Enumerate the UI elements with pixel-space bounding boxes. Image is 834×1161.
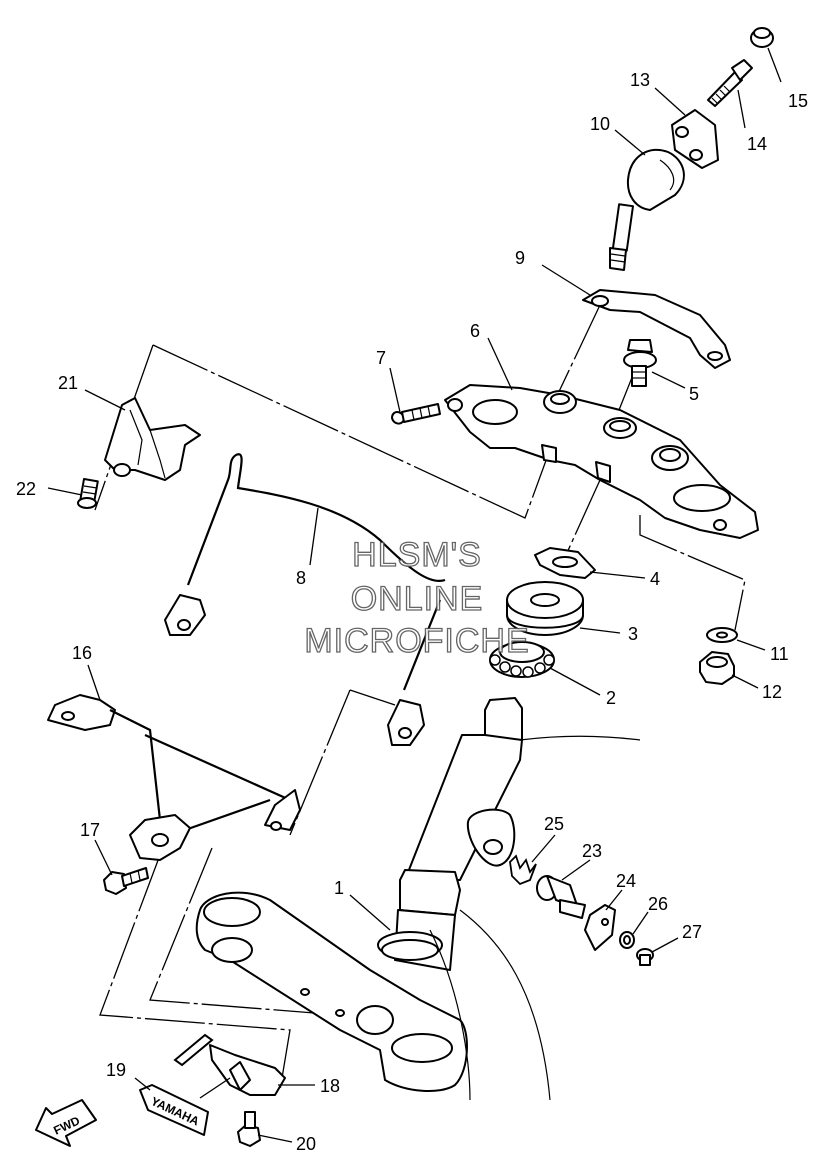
callout-16: 16: [72, 643, 92, 663]
callout-27: 27: [682, 922, 702, 942]
watermark-line-1: HLSM'S: [352, 536, 482, 574]
part-16-stay: [47, 694, 301, 861]
callout-11: 11: [770, 644, 789, 664]
part-10-handlebar-holder: [609, 148, 685, 271]
part-9-plate: [582, 289, 731, 369]
callout-25: 25: [544, 814, 564, 834]
part-2-bearing: [489, 641, 555, 678]
part-17-bolt: [103, 867, 149, 895]
callout-3: 3: [628, 624, 638, 644]
part-12-nut: [699, 651, 735, 685]
part-14-bolt: [707, 59, 753, 107]
callout-19: 19: [106, 1060, 126, 1080]
callout-4: 4: [650, 569, 660, 589]
part-15-nut: [750, 27, 774, 48]
watermark-line-2: ONLINE: [351, 580, 484, 618]
callout-24: 24: [616, 871, 636, 891]
callout-22: 22: [16, 479, 36, 499]
leader-lines: [47, 47, 782, 1143]
callout-14: 14: [747, 134, 767, 154]
part-5-flange-bolt: [623, 339, 657, 387]
callout-17: 17: [80, 820, 100, 840]
watermark: HLSM'S ONLINE MICROFICHE: [304, 535, 530, 660]
callout-8: 8: [296, 568, 306, 588]
part-27-screw: [636, 948, 654, 966]
callout-13: 13: [630, 70, 650, 90]
callout-21: 21: [58, 373, 78, 393]
part-22-screw: [77, 477, 99, 509]
steering-stem-lower-bracket: [195, 697, 641, 1101]
part-24-cover: [584, 904, 616, 951]
part-11-washer: [706, 627, 738, 643]
callout-numbers: 1 2 3 4 5 6 7 8 9 10 11 12 13 14 15 16 1…: [16, 70, 808, 1154]
callout-9: 9: [515, 248, 525, 268]
part-3-ring-nut: [506, 581, 584, 636]
callout-6: 6: [470, 321, 480, 341]
part-7-pinch-bolt: [391, 403, 441, 425]
part-18-holder: [173, 1033, 286, 1096]
callout-10: 10: [590, 114, 610, 134]
callout-5: 5: [689, 384, 699, 404]
callout-12: 12: [762, 682, 782, 702]
callout-23: 23: [582, 841, 602, 861]
callout-7: 7: [376, 348, 386, 368]
watermark-line-3: MICROFICHE: [304, 622, 529, 660]
callout-1: 1: [334, 878, 344, 898]
part-19-label: YAMAHA: [139, 1084, 209, 1136]
part-20-bolt: [237, 1111, 261, 1147]
callout-20: 20: [296, 1134, 316, 1154]
part-4-lock-washer: [534, 547, 596, 579]
callout-2: 2: [606, 688, 616, 708]
fwd-arrow: FWD: [35, 1099, 97, 1147]
part-23-switch: [536, 875, 586, 919]
part-13-clamp: [671, 109, 719, 169]
part-26-grommet: [619, 931, 635, 949]
part-21-bracket: [104, 397, 201, 481]
callout-18: 18: [320, 1076, 340, 1096]
part-25-spring: [509, 854, 537, 886]
part-8-cable: [164, 453, 446, 746]
assembly-lines: [94, 304, 746, 1091]
callout-15: 15: [788, 91, 808, 111]
part-6-upper-bracket: [444, 384, 759, 539]
callout-26: 26: [648, 894, 668, 914]
